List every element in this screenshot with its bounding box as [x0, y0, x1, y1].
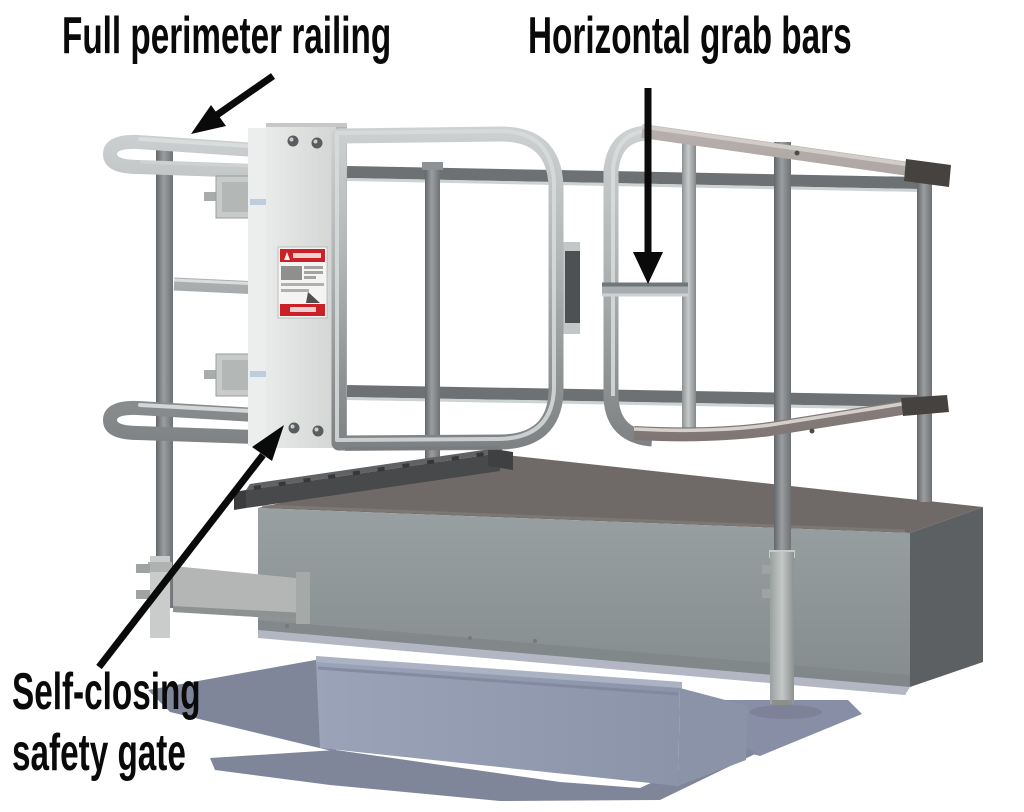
label-horizontal-grab-bars: Horizontal grab bars — [528, 7, 852, 65]
label-self-closing-line2: safety gate — [12, 724, 186, 782]
rear-railing-rails — [346, 166, 922, 410]
danger-warning-label — [277, 246, 328, 319]
panel-bolts — [287, 135, 324, 437]
rail-end-cap — [901, 395, 949, 416]
hinge-pin — [250, 199, 266, 205]
full-perimeter-railing-arrow — [191, 73, 275, 134]
clamp-bolt — [136, 590, 150, 599]
rear-mid-post — [422, 162, 443, 464]
horizontal-grab-bars-arrow — [633, 88, 663, 284]
support-post-left — [156, 146, 173, 608]
clamp-bolt — [136, 564, 150, 573]
label-self-closing-line1: Self-closing — [12, 663, 201, 721]
self-closing-gate-arrow — [96, 425, 284, 670]
horizontal-grab-bar — [602, 282, 688, 297]
post-clamp-bolt — [762, 589, 772, 598]
loop-mid-upright — [682, 141, 696, 436]
support-post-right — [750, 142, 822, 719]
hatch-hinge-strip — [246, 453, 500, 508]
corner-post-rear-right — [917, 174, 932, 502]
hinge-pin — [250, 371, 266, 377]
grab-bar-loop — [602, 125, 696, 447]
safety-gate — [331, 126, 564, 451]
label-self-closing-safety-gate: Self-closing safety gate — [12, 662, 201, 784]
rail-end-cap — [904, 159, 951, 187]
perimeter-railing-left — [102, 134, 263, 608]
post-clamp-bolt — [762, 565, 772, 574]
hatch-hinge-strip-top — [246, 447, 504, 490]
perimeter-railing-right — [633, 124, 951, 442]
label-full-perimeter-railing: Full perimeter railing — [62, 7, 392, 65]
annotation-arrows — [96, 73, 663, 670]
roof-hatch-cover — [234, 447, 983, 695]
roof-curb — [316, 656, 748, 786]
